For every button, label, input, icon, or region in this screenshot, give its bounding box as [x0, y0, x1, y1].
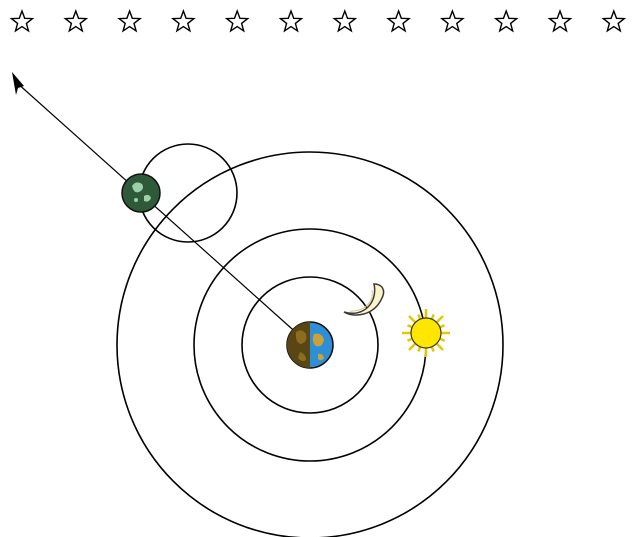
star-icon — [12, 11, 33, 31]
star-icon — [496, 11, 517, 31]
crescent-moon-icon — [344, 284, 384, 315]
earth-icon — [287, 322, 333, 368]
planet-icon — [122, 174, 160, 212]
star-icon — [65, 11, 86, 31]
star-icon — [388, 11, 409, 31]
star-icon — [442, 11, 463, 31]
arrow-head-icon — [12, 72, 24, 95]
star-icon — [227, 11, 248, 31]
star-row — [12, 11, 625, 31]
star-icon — [550, 11, 571, 31]
star-icon — [119, 11, 140, 31]
star-icon — [281, 11, 302, 31]
sun-icon — [402, 309, 450, 357]
sightline-ray — [16, 82, 310, 345]
sightline — [12, 72, 310, 345]
star-icon — [173, 11, 194, 31]
star-icon — [334, 11, 355, 31]
star-icon — [603, 11, 624, 31]
